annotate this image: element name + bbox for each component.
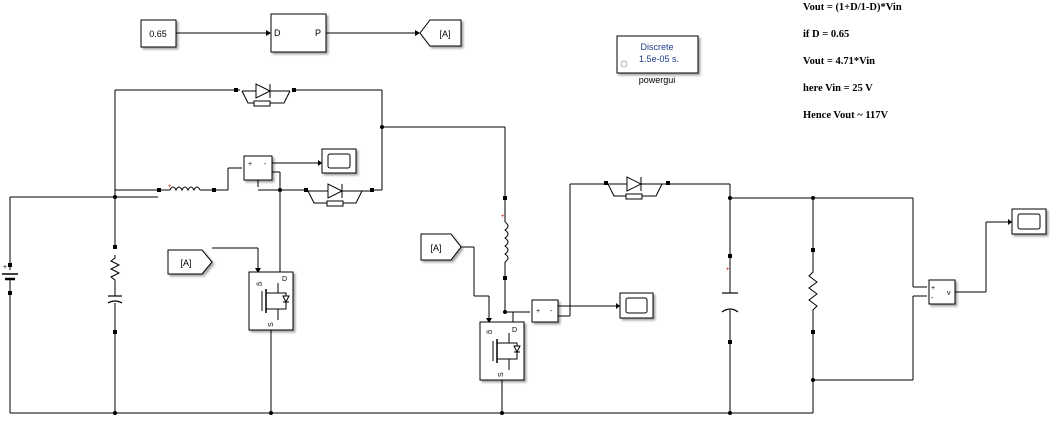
equation-line-2: if D = 0.65	[803, 29, 849, 40]
snubber-rc-1[interactable]	[107, 245, 123, 413]
equations-annotation: Vout = (1+D/1-D)*Vin if D = 0.65 Vout = …	[803, 2, 902, 121]
svg-text:+: +	[726, 267, 730, 273]
goto-tag: [A]	[439, 29, 450, 39]
powergui-mode: Discrete	[640, 42, 673, 52]
diode-output[interactable]	[604, 176, 670, 200]
pwm-out-port-label: P	[315, 28, 321, 38]
voltage-measurement-output[interactable]: + - v	[928, 279, 956, 305]
vmo-plus: +	[931, 285, 935, 292]
voltage-measurement-1[interactable]: + -	[243, 155, 273, 181]
diode-top-left[interactable]	[234, 83, 296, 107]
powergui-sample-time: 1.5e-05 s.	[639, 54, 679, 64]
from-block-1[interactable]: [A]	[167, 249, 213, 275]
vm1-plus: +	[248, 161, 252, 168]
output-capacitor[interactable]: +	[721, 198, 739, 413]
constant-block[interactable]: 0.65	[140, 19, 177, 48]
voltage-measurement-2[interactable]: + -	[531, 299, 559, 323]
scope-2[interactable]	[619, 292, 654, 319]
powergui-icon	[620, 60, 628, 68]
powergui-label: powergui	[639, 75, 676, 85]
equation-line-3: Vout = 4.71*Vin	[803, 56, 875, 67]
from-tag-2: [A]	[430, 243, 441, 253]
goto-block[interactable]: [A]	[419, 19, 462, 47]
mosfet2-drain: D	[512, 327, 517, 334]
from-tag-1: [A]	[180, 258, 191, 268]
pwm-generator-block[interactable]: D P	[270, 13, 327, 53]
inductor-1[interactable]: +	[157, 184, 216, 192]
equation-line-5: Hence Vout ~ 117V	[803, 110, 889, 121]
dc-source-plus: +	[3, 264, 7, 271]
constant-value: 0.65	[149, 29, 167, 39]
scope-1[interactable]	[321, 148, 357, 174]
mosfet1-drain: D	[282, 276, 287, 283]
vmo-minus: -	[931, 295, 934, 302]
dc-voltage-source[interactable]: +	[2, 197, 18, 413]
equation-line-1: Vout = (1+D/1-D)*Vin	[803, 2, 902, 13]
equation-line-4: here Vin = 25 V	[803, 83, 873, 94]
svg-text:+: +	[168, 184, 172, 190]
mosfet-1[interactable]: g D S	[248, 271, 294, 331]
mosfet1-source: S	[268, 322, 275, 327]
vm2-plus: +	[536, 308, 540, 315]
load-resistor[interactable]	[808, 248, 818, 334]
mosfet-2[interactable]: g D S	[479, 321, 525, 381]
powergui-block[interactable]: Discrete 1.5e-05 s. powergui	[616, 35, 699, 85]
inductor-2[interactable]: +	[501, 196, 509, 280]
vmo-out: v	[947, 290, 951, 297]
pwm-in-port-label: D	[274, 28, 281, 38]
from-block-2[interactable]: [A]	[420, 233, 462, 261]
mosfet1-gate: g	[256, 282, 263, 286]
mosfet2-gate: g	[486, 330, 493, 334]
scope-output[interactable]	[1011, 208, 1047, 235]
mosfet2-source: S	[498, 372, 505, 377]
vm2-minus: -	[550, 308, 553, 315]
diode-middle-left[interactable]	[304, 183, 374, 207]
svg-text:+: +	[501, 214, 505, 220]
vm1-minus: -	[264, 161, 267, 168]
